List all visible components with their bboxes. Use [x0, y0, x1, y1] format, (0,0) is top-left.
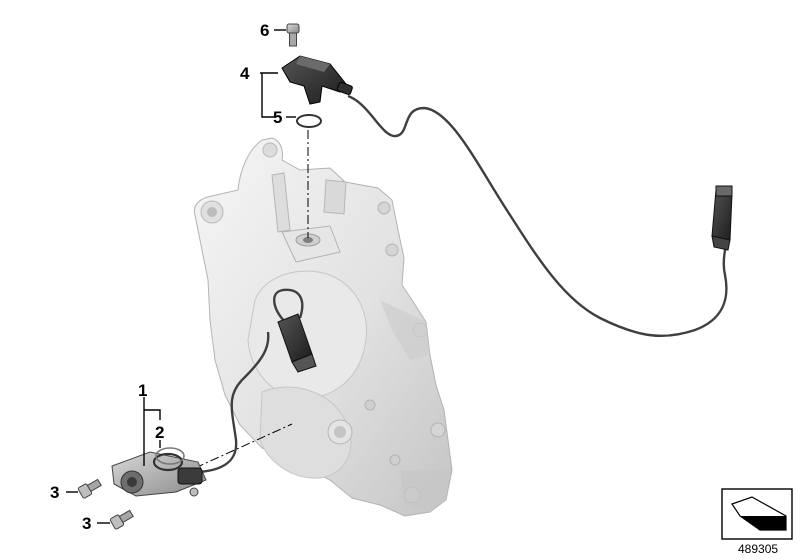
- leader-lines: [66, 29, 296, 524]
- callout-2: 2: [155, 423, 164, 442]
- upper-connector: connector-icon: [711, 185, 733, 251]
- lower-connector: connector-icon: [277, 313, 317, 373]
- sensor-4: sensor-icon: [281, 55, 353, 105]
- callout-5: 5: [273, 108, 282, 127]
- bolt-3-upper: bolt-icon: [77, 478, 102, 499]
- o-ring-5: [296, 114, 322, 128]
- o-ring-2: o-ring-icon: [152, 447, 185, 472]
- orientation-arrow-icon: [721, 488, 793, 540]
- bolt-6: bolt-icon: [286, 23, 300, 47]
- callout-3-upper: 3: [50, 483, 59, 502]
- bolt-3-lower: bolt-icon: [109, 509, 134, 530]
- callout-4: 4: [240, 64, 250, 83]
- document-number: 489305: [738, 542, 778, 556]
- lower-connector-loop: [273, 288, 304, 323]
- lower-sensor-cable: [199, 331, 270, 474]
- callout-1: 1: [138, 381, 147, 400]
- callout-6: 6: [260, 21, 269, 40]
- engine-housing: [193, 137, 453, 517]
- upper-sensor-cable: [347, 94, 730, 338]
- callout-3-lower: 3: [82, 514, 91, 533]
- sensor-assembly-1: sensor-icon: [111, 451, 207, 497]
- assembly-line-sensor-bottom: [194, 423, 293, 469]
